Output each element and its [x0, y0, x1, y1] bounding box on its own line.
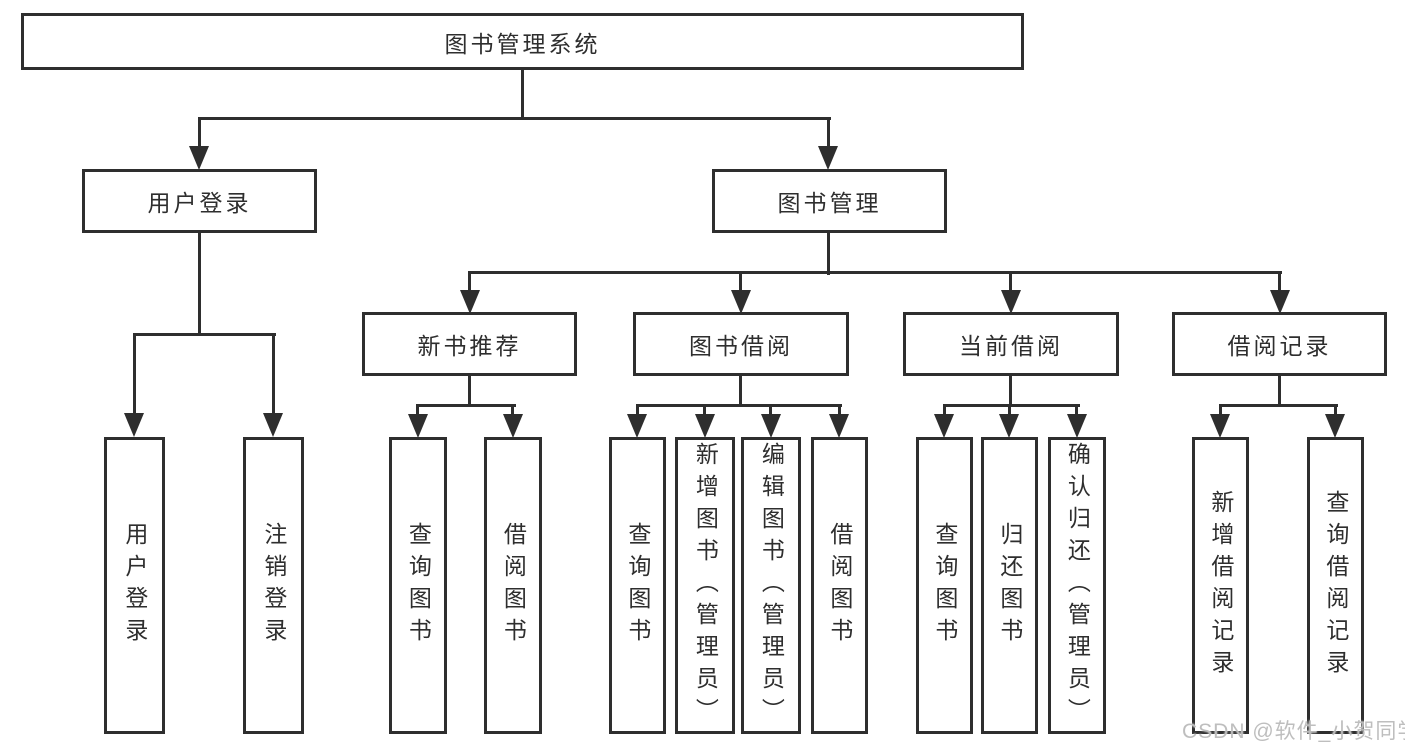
- connector-line: [511, 404, 514, 416]
- arrowhead-down-icon: [503, 414, 523, 438]
- connector-line: [1008, 404, 1011, 416]
- leaf-edit-book-admin: 编辑图书（管理员）: [741, 437, 801, 734]
- connector-line: [636, 404, 842, 407]
- leaf-user-login: 用户登录: [104, 437, 165, 734]
- csdn-watermark: CSDN @软件_小贺同学: [1182, 720, 1405, 743]
- node-root-library-system: 图书管理系统: [21, 13, 1024, 70]
- leaf-label: 查询图书: [931, 521, 958, 650]
- node-book-management: 图书管理: [712, 169, 947, 233]
- arrowhead-down-icon: [1001, 290, 1021, 314]
- connector-line: [838, 404, 841, 416]
- leaf-label: 确认归还（管理员）: [1064, 441, 1091, 730]
- connector-line: [1009, 376, 1012, 407]
- connector-line: [521, 68, 524, 120]
- connector-line: [468, 271, 1282, 274]
- arrowhead-down-icon: [1210, 414, 1230, 438]
- connector-line: [468, 376, 471, 407]
- leaf-logout: 注销登录: [243, 437, 304, 734]
- connector-line: [133, 333, 136, 415]
- arrowhead-down-icon: [934, 414, 954, 438]
- connector-line: [416, 404, 419, 416]
- arrowhead-down-icon: [818, 146, 838, 170]
- arrowhead-down-icon: [731, 290, 751, 314]
- leaf-borrow-books-borrowing: 借阅图书: [811, 437, 868, 734]
- node-user-login: 用户登录: [82, 169, 317, 233]
- connector-line: [272, 333, 275, 415]
- arrowhead-down-icon: [829, 414, 849, 438]
- leaf-label: 借阅图书: [500, 521, 527, 650]
- leaf-add-book-admin: 新增图书（管理员）: [675, 437, 735, 734]
- connector-line: [198, 233, 201, 336]
- leaf-add-borrow-record: 新增借阅记录: [1192, 437, 1249, 734]
- connector-line: [1219, 404, 1338, 407]
- arrowhead-down-icon: [189, 146, 209, 170]
- connector-line: [1278, 271, 1281, 293]
- connector-line: [1009, 271, 1012, 293]
- leaf-label: 借阅图书: [826, 521, 853, 650]
- node-borrowing-records: 借阅记录: [1172, 312, 1387, 376]
- arrowhead-down-icon: [460, 290, 480, 314]
- leaf-return-book: 归还图书: [981, 437, 1038, 734]
- connector-line: [416, 404, 516, 407]
- connector-line: [943, 404, 1080, 407]
- connector-line: [703, 404, 706, 416]
- connector-line: [1075, 404, 1078, 416]
- leaf-confirm-return-admin: 确认归还（管理员）: [1048, 437, 1106, 734]
- connector-line: [739, 376, 742, 407]
- arrowhead-down-icon: [124, 413, 144, 437]
- arrowhead-down-icon: [695, 414, 715, 438]
- leaf-label: 新增借阅记录: [1207, 489, 1234, 682]
- leaf-label: 注销登录: [260, 521, 287, 650]
- connector-line: [636, 404, 639, 416]
- connector-line: [198, 117, 831, 120]
- connector-line: [943, 404, 946, 416]
- node-book-borrowing: 图书借阅: [633, 312, 849, 376]
- arrowhead-down-icon: [1067, 414, 1087, 438]
- leaf-label: 查询图书: [405, 521, 432, 650]
- leaf-label: 归还图书: [996, 521, 1023, 650]
- arrowhead-down-icon: [999, 414, 1019, 438]
- leaf-query-books-borrowing: 查询图书: [609, 437, 666, 734]
- connector-line: [1278, 376, 1281, 407]
- arrowhead-down-icon: [761, 414, 781, 438]
- leaf-label: 查询图书: [624, 521, 651, 650]
- connector-line: [468, 271, 471, 293]
- connector-line: [769, 404, 772, 416]
- leaf-label: 编辑图书（管理员）: [758, 441, 785, 730]
- leaf-label: 查询借阅记录: [1322, 489, 1349, 682]
- leaf-query-borrow-record: 查询借阅记录: [1307, 437, 1364, 734]
- node-current-borrowing: 当前借阅: [903, 312, 1119, 376]
- leaf-query-books-recommend: 查询图书: [389, 437, 447, 734]
- connector-line: [198, 117, 201, 149]
- connector-line: [1219, 404, 1222, 416]
- leaf-label: 用户登录: [121, 521, 148, 650]
- leaf-borrow-books-recommend: 借阅图书: [484, 437, 542, 734]
- connector-line: [133, 333, 276, 336]
- connector-line: [827, 117, 830, 149]
- arrowhead-down-icon: [627, 414, 647, 438]
- leaf-label: 新增图书（管理员）: [692, 441, 719, 730]
- connector-line: [739, 271, 742, 293]
- connector-line: [827, 233, 830, 275]
- node-new-book-recommend: 新书推荐: [362, 312, 577, 376]
- arrowhead-down-icon: [263, 413, 283, 437]
- arrowhead-down-icon: [408, 414, 428, 438]
- arrowhead-down-icon: [1270, 290, 1290, 314]
- leaf-query-books-current: 查询图书: [916, 437, 973, 734]
- arrowhead-down-icon: [1325, 414, 1345, 438]
- connector-line: [1334, 404, 1337, 416]
